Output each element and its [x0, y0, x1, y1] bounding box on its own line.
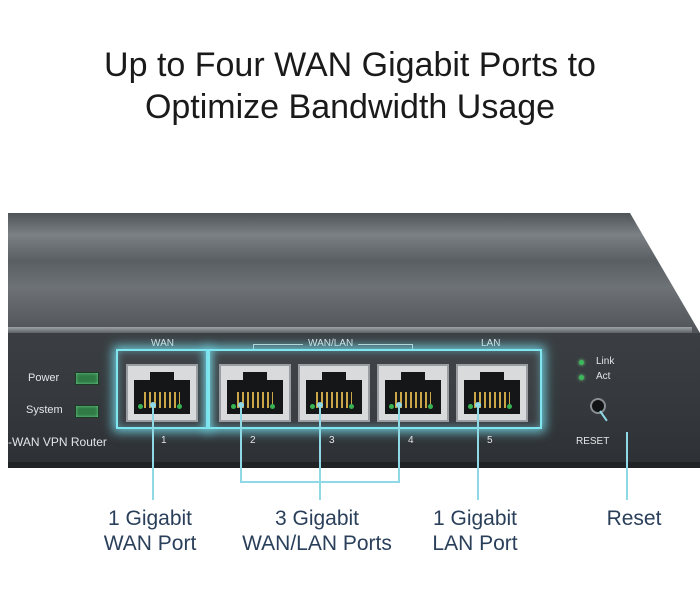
- callout-line-port3: [319, 406, 321, 500]
- callout-dot-port3: [317, 402, 323, 408]
- callout-wan-lan-ports: 3 Gigabit WAN/LAN Ports: [232, 506, 402, 556]
- bracket-left-tick: [253, 344, 254, 350]
- port-number-3: 3: [329, 435, 335, 446]
- indicator-label-power: Power: [28, 372, 60, 384]
- port-pins-icon: [237, 392, 273, 408]
- bracket-right-tick: [412, 344, 413, 350]
- callout-bracket-wan-lan: [240, 481, 400, 483]
- callout-dot-wan: [150, 402, 156, 408]
- link-led-icon: [579, 360, 584, 365]
- ethernet-port-1[interactable]: [126, 364, 198, 422]
- act-led-icon: [579, 375, 584, 380]
- bracket-left-line: [253, 344, 303, 345]
- headline: Up to Four WAN Gigabit Ports to Optimize…: [0, 44, 700, 128]
- reset-label: RESET: [576, 436, 610, 447]
- callout-dot-port2: [238, 402, 244, 408]
- callout-line-port4: [398, 406, 400, 482]
- ethernet-port-3[interactable]: [298, 364, 370, 422]
- model-label: -WAN VPN Router: [8, 435, 107, 449]
- callout-wan-line1: 1 Gigabit: [107, 507, 193, 530]
- port-number-1: 1: [161, 435, 167, 446]
- port-lamp-icon: [468, 404, 473, 409]
- power-led-icon: [75, 372, 99, 385]
- port-lamp-icon: [507, 404, 512, 409]
- ethernet-port-4[interactable]: [377, 364, 449, 422]
- callout-line-lan: [477, 406, 479, 500]
- port-lamp-icon: [138, 404, 143, 409]
- group-label-lan: LAN: [481, 338, 501, 349]
- headline-line-1: Up to Four WAN Gigabit Ports to: [104, 46, 596, 84]
- group-label-wan: WAN: [151, 338, 174, 349]
- port-lamp-icon: [231, 404, 236, 409]
- port-lamp-icon: [177, 404, 182, 409]
- callout-wan-port: 1 Gigabit WAN Port: [90, 506, 210, 556]
- callout-line-wan: [152, 406, 154, 500]
- port-number-2: 2: [250, 435, 256, 446]
- device-edge-highlight: [8, 327, 692, 333]
- callout-reset: Reset: [594, 506, 674, 531]
- port-lamp-icon: [310, 404, 315, 409]
- callout-line-reset: [626, 432, 628, 500]
- status-label-link: Link: [596, 356, 615, 367]
- ethernet-port-2[interactable]: [219, 364, 291, 422]
- callout-wan-lan-line1: 3 Gigabit: [274, 507, 360, 530]
- port-pins-icon: [316, 392, 352, 408]
- port-pins-icon: [395, 392, 431, 408]
- port-lamp-icon: [349, 404, 354, 409]
- port-lamp-icon: [428, 404, 433, 409]
- callout-lan-port: 1 Gigabit LAN Port: [420, 506, 530, 556]
- ethernet-port-5[interactable]: [456, 364, 528, 422]
- port-lamp-icon: [270, 404, 275, 409]
- callout-line-port2: [240, 406, 242, 482]
- port-pins-icon: [474, 392, 510, 408]
- port-lamp-icon: [389, 404, 394, 409]
- callout-wan-line2: WAN Port: [103, 532, 197, 555]
- callout-dot-port4: [396, 402, 402, 408]
- port-number-5: 5: [487, 435, 493, 446]
- status-label-act: Act: [596, 371, 611, 382]
- system-led-icon: [75, 405, 99, 418]
- callout-lan-line1: 1 Gigabit: [432, 507, 518, 530]
- indicator-label-system: System: [26, 404, 63, 416]
- port-number-4: 4: [408, 435, 414, 446]
- headline-line-2: Optimize Bandwidth Usage: [144, 88, 556, 126]
- bracket-right-line: [358, 344, 413, 345]
- callout-dot-lan: [475, 402, 481, 408]
- callout-wan-lan-line2: WAN/LAN Ports: [242, 532, 392, 555]
- reset-button[interactable]: [590, 398, 606, 414]
- callout-lan-line2: LAN Port: [432, 532, 518, 555]
- device-top-panel: [8, 213, 700, 333]
- callout-reset-line1: Reset: [606, 507, 662, 530]
- group-label-wan-lan: WAN/LAN: [308, 338, 354, 349]
- device-base: [8, 462, 700, 468]
